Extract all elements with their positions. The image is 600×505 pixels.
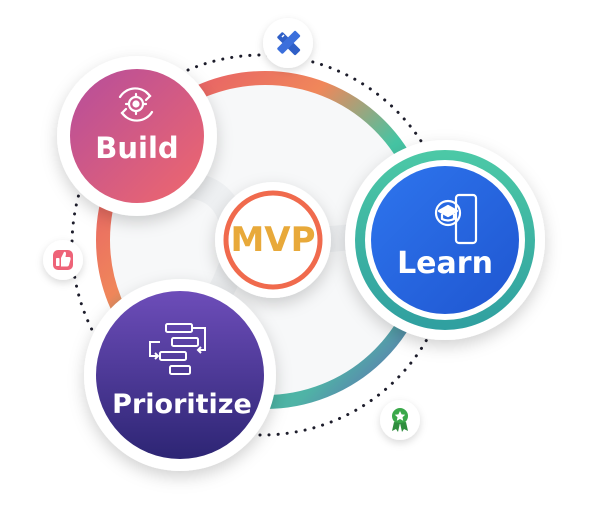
prioritize-node[interactable] [84, 279, 276, 471]
thumbs-up-icon [56, 251, 71, 267]
gear-cycle-icon [118, 87, 154, 122]
learn-label: Learn [397, 246, 493, 281]
prioritize-label: Prioritize [112, 389, 252, 420]
ruler-pencil-icon [277, 30, 301, 56]
quality-badge [380, 400, 420, 440]
build-label: Build [95, 131, 179, 165]
learn-node[interactable] [345, 140, 545, 340]
build-node[interactable] [57, 56, 217, 216]
mobile-graduation-icon [434, 193, 478, 245]
design-badge [263, 18, 313, 68]
flowchart-icon [149, 323, 206, 375]
star-award-icon [392, 408, 408, 432]
mvp-label: MVP [230, 220, 316, 260]
like-badge [43, 240, 83, 280]
mvp-node[interactable] [215, 182, 331, 298]
